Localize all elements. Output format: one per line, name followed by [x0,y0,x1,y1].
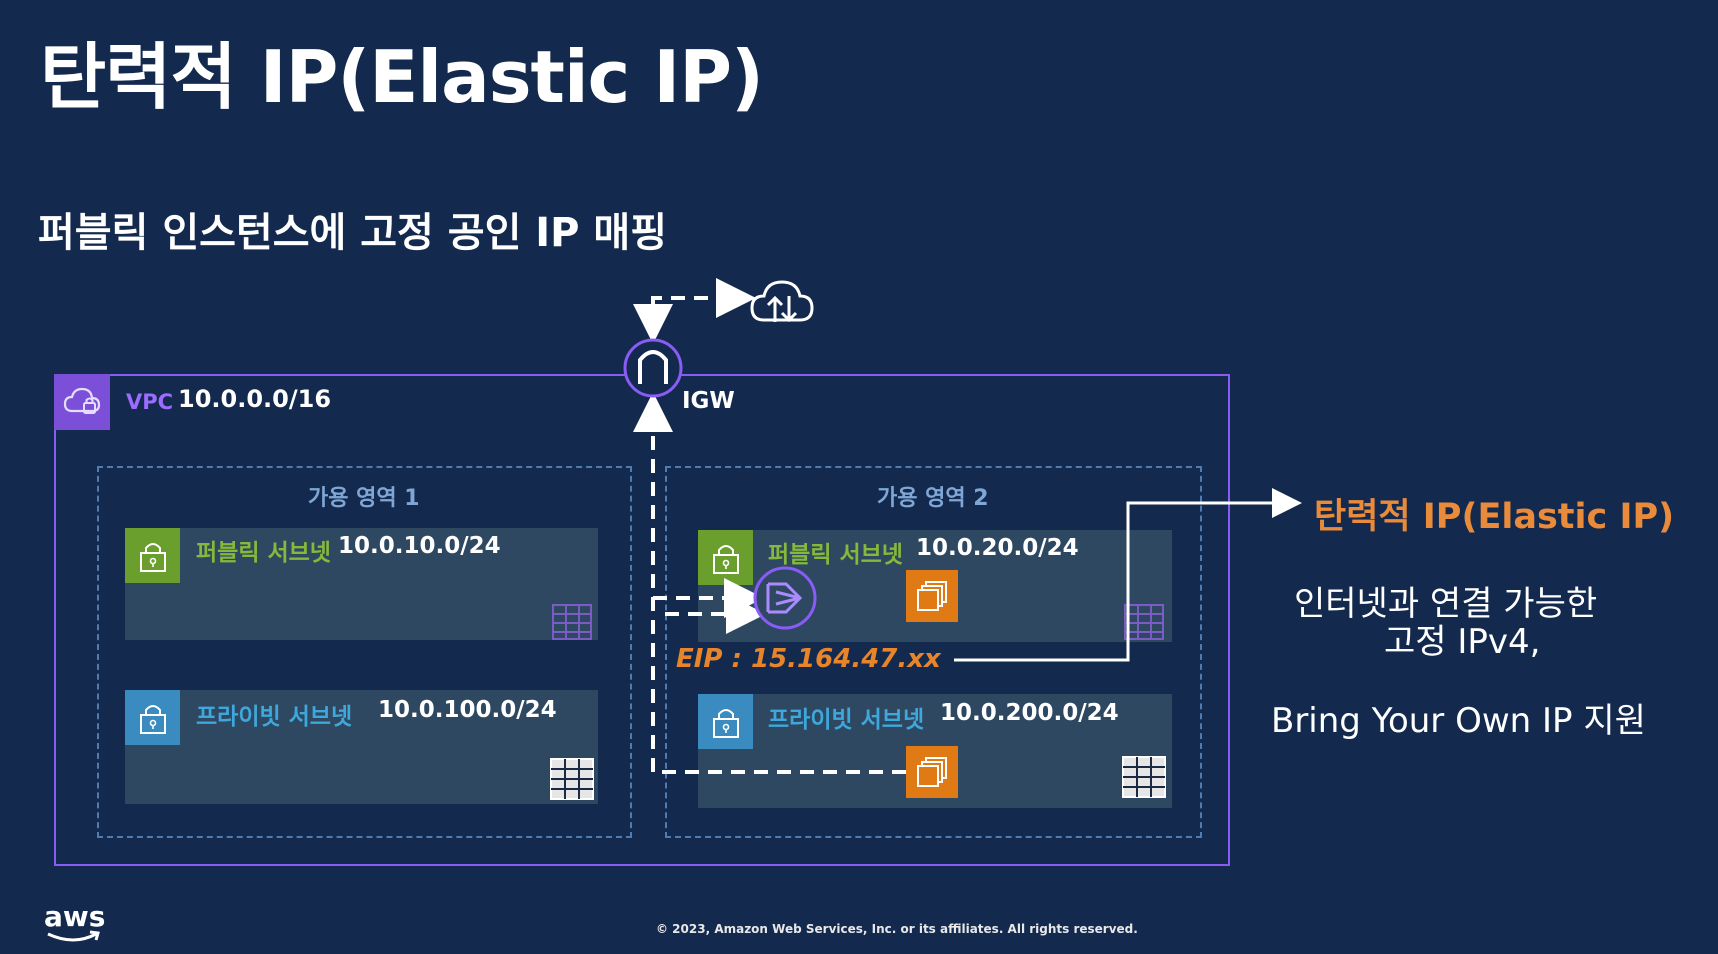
availability-zone-2 [665,466,1202,838]
route-table-icon [552,604,592,644]
lock-icon [125,528,180,583]
callout-line-3: Bring Your Own IP 지원 [1271,701,1646,741]
aws-logo: aws [44,900,106,942]
availability-zone-1 [97,466,632,838]
callout-line-1: 인터넷과 연결 가능한 [1294,584,1598,624]
callout-line-2: 고정 IPv4, [1384,622,1541,662]
az1-public-subnet-cidr: 10.0.10.0/24 [338,533,501,559]
az2-private-subnet-cidr: 10.0.200.0/24 [940,700,1119,726]
callout-title: 탄력적 IP(Elastic IP) [1314,497,1675,537]
az1-label: 가용 영역 1 [308,486,420,511]
lock-icon [125,690,180,745]
az2-private-subnet-name: 프라이빗 서브넷 [768,707,925,733]
az1-private-subnet-cidr: 10.0.100.0/24 [378,697,557,723]
vpc-cloud-icon [54,374,110,430]
route-table-icon [1124,604,1164,644]
vpc-cidr: 10.0.0.0/16 [178,385,332,413]
az1-private-subnet-name: 프라이빗 서브넷 [196,704,353,730]
az1-public-subnet-name: 퍼블릭 서브넷 [196,540,331,566]
internet-cloud-icon [750,280,814,323]
lock-icon [698,530,753,585]
az1-private-subnet [125,690,598,804]
page-subtitle: 퍼블릭 인스턴스에 고정 공인 IP 매핑 [38,210,668,256]
ec2-instance-icon [906,746,958,798]
copyright: © 2023, Amazon Web Services, Inc. or its… [656,922,1138,936]
az1-public-subnet [125,528,598,640]
aws-logo-text: aws [44,900,106,933]
route-table-icon [550,758,594,804]
vpc-label: VPC [126,390,174,414]
ec2-instance-icon [906,570,958,622]
page-title: 탄력적 IP(Elastic IP) [40,35,764,119]
eip-label: EIP : 15.164.47.xx [676,644,941,674]
nat-gateway-icon [753,566,817,630]
route-table-icon [1122,756,1166,802]
igw-icon [623,338,683,398]
az2-public-subnet-name: 퍼블릭 서브넷 [768,542,903,568]
lock-icon [698,694,753,749]
az2-public-subnet-cidr: 10.0.20.0/24 [916,535,1079,561]
igw-label: IGW [682,388,735,414]
az2-label: 가용 영역 2 [877,486,989,511]
